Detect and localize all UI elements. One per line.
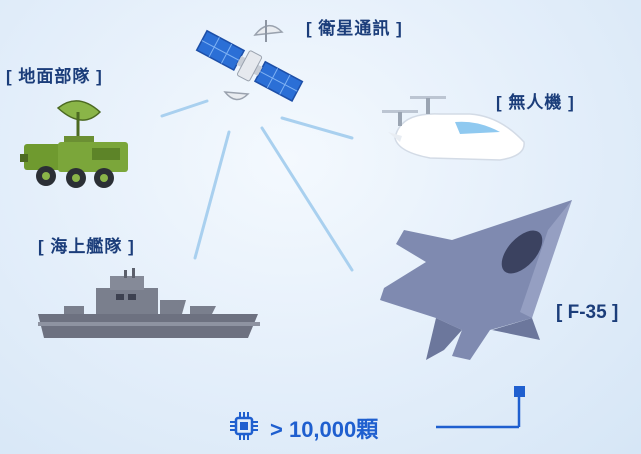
- satellite-icon: [195, 20, 304, 102]
- ship-icon: [38, 268, 260, 338]
- label-f35: [ F-35 ]: [556, 302, 619, 323]
- drone-icon: [382, 96, 525, 161]
- label-satellite: [ 衛星通訊 ]: [306, 19, 403, 38]
- chip-connector: [436, 386, 525, 429]
- label-ground-forces: [ 地面部隊 ]: [6, 67, 103, 86]
- link-satellite-f35: [260, 126, 354, 272]
- ground-vehicle-icon: [20, 100, 128, 188]
- link-lines: [160, 99, 354, 272]
- chip-count-text: > 10,000顆: [270, 417, 379, 442]
- link-satellite-ground: [160, 99, 209, 118]
- chip-count-row: > 10,000顆: [228, 410, 378, 446]
- link-satellite-drone: [280, 116, 354, 140]
- chip-icon: [228, 410, 260, 447]
- label-drone: [ 無人機 ]: [496, 93, 575, 112]
- label-fleet: [ 海上艦隊 ]: [38, 237, 135, 256]
- link-satellite-fleet: [193, 130, 231, 260]
- f35-jet-icon: [380, 200, 572, 360]
